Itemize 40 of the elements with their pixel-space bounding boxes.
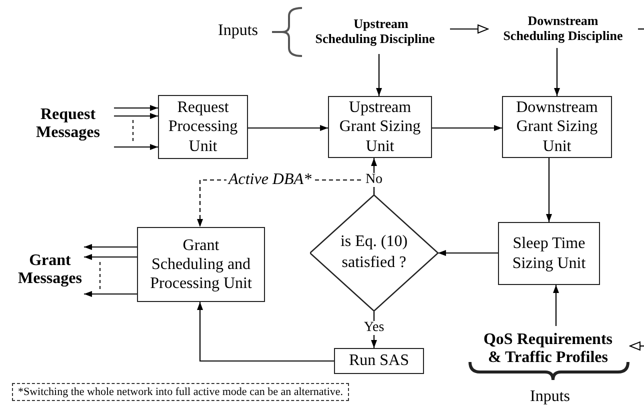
node-label: Downstream Grant Sizing Unit (515, 98, 599, 156)
edge-label: Yes (362, 321, 386, 335)
node-label: Request Processing Unit (167, 98, 239, 156)
process-box (502, 96, 612, 158)
node-label: Sleep Time Sizing Unit (511, 234, 587, 273)
edge-label: No (363, 173, 385, 187)
input-label: Inputs (530, 388, 570, 406)
arrow (450, 24, 488, 34)
footnote: *Switching the whole network into full active mode can be an alternative. (12, 383, 350, 401)
node-label: Grant Scheduling and Processing Unit (149, 236, 253, 294)
arrow (432, 125, 502, 131)
arrow (84, 291, 137, 297)
arrow (84, 254, 137, 260)
process-box (137, 227, 265, 302)
node-label: Upstream Grant Sizing Unit (338, 98, 422, 156)
arrow (114, 113, 158, 119)
node-label: Run SAS (348, 351, 410, 371)
arrow (553, 285, 559, 326)
input-label: Inputs (218, 22, 258, 40)
arrow (114, 105, 158, 111)
arrow (84, 244, 137, 250)
arrow (114, 144, 158, 150)
node-label: is Eq. (10) satisfied ? (339, 232, 409, 273)
arrow (248, 125, 328, 131)
arrow (376, 54, 382, 96)
input-label: QoS Requirements & Traffic Profiles (478, 330, 618, 368)
connector-line (638, 28, 644, 30)
process-box (158, 95, 248, 159)
process-box (328, 96, 432, 158)
input-label: Downstream Scheduling Discipline (502, 14, 624, 44)
arrow (197, 302, 334, 362)
input-label: Upstream Scheduling Discipline (312, 17, 438, 47)
message-label: Request Messages (30, 106, 106, 142)
arrow (546, 158, 552, 222)
process-box (498, 222, 600, 285)
arrow (554, 48, 560, 96)
arrow (438, 250, 498, 256)
message-label: Grant Messages (14, 252, 86, 288)
arrow (630, 342, 644, 350)
process-box (334, 348, 424, 374)
